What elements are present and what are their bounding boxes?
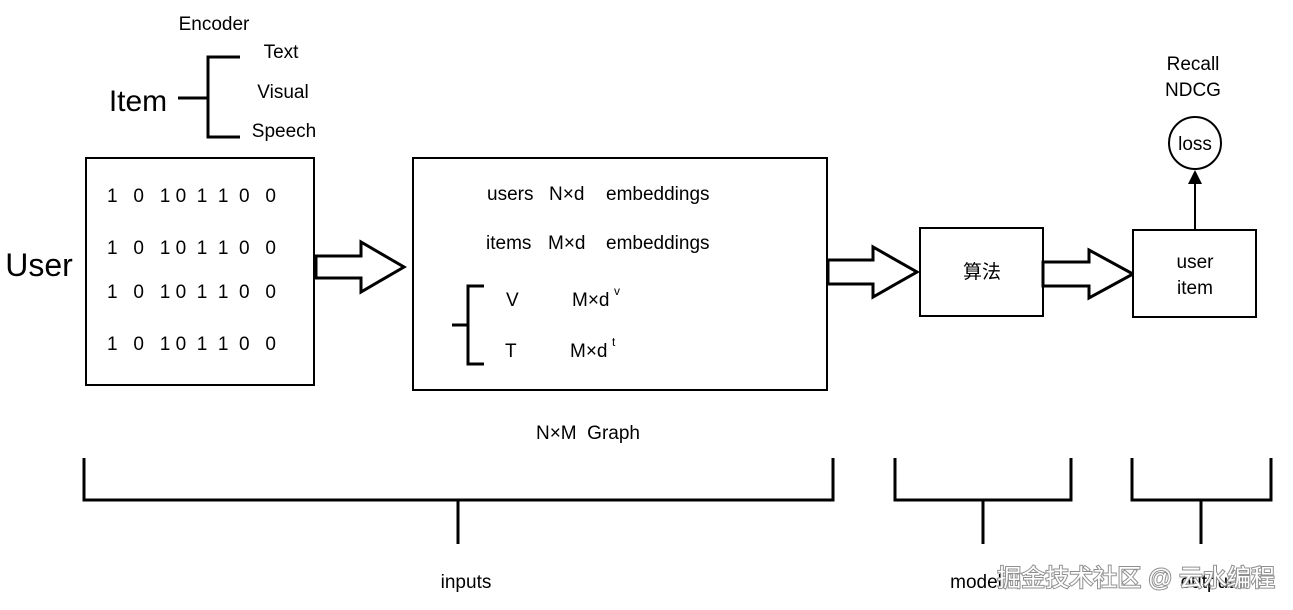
watermark: 掘金技术社区 @ 云水编程 — [997, 565, 1275, 592]
algorithm-box — [919, 227, 1044, 317]
arrow-head-loss — [1188, 170, 1202, 184]
arrow-graph-to-algorithm — [826, 244, 921, 300]
graph-caption: N×M Graph — [536, 423, 640, 444]
model-bracket — [893, 458, 1073, 544]
metric-recall: Recall — [1167, 54, 1220, 75]
modal-embedding-brace — [452, 284, 484, 366]
matrix-row: 1 0 1 0 1 1 0 0 — [107, 238, 276, 259]
items-label: items — [486, 233, 531, 254]
interaction-matrix-box — [85, 157, 315, 386]
text-embedding-dim: M×d — [570, 341, 608, 362]
matrix-row: 1 0 1 0 1 1 0 0 — [107, 334, 276, 355]
users-label: users — [487, 184, 533, 205]
algorithm-label: 算法 — [963, 261, 1001, 283]
visual-embedding-label: V — [506, 290, 519, 311]
items-dim: M×d — [548, 233, 586, 254]
modality-text: Text — [264, 42, 300, 63]
section-model-label: model — [950, 572, 1002, 593]
matrix-row: 1 0 1 0 1 1 0 0 — [107, 186, 276, 207]
users-embeddings-label: embeddings — [606, 184, 710, 205]
output-bracket — [1130, 458, 1273, 544]
graph-embeddings-box — [412, 157, 828, 391]
visual-embedding-sup: v — [614, 284, 620, 298]
section-inputs-label: inputs — [441, 572, 492, 593]
items-embeddings-label: embeddings — [606, 233, 710, 254]
encoder-label: Encoder — [179, 14, 250, 35]
text-embedding-label: T — [505, 341, 517, 362]
modality-visual: Visual — [257, 82, 308, 103]
output-box — [1132, 229, 1257, 318]
user-label: User — [5, 247, 73, 283]
output-user-label: user — [1177, 252, 1215, 273]
arrow-algorithm-to-output — [1041, 247, 1137, 301]
visual-embedding-dim: M×d — [572, 290, 610, 311]
output-item-label: item — [1177, 278, 1213, 299]
loss-circle — [1168, 116, 1222, 170]
metric-ndcg: NDCG — [1165, 80, 1221, 101]
inputs-bracket — [82, 458, 835, 544]
loss-label: loss — [1178, 134, 1212, 155]
item-label: Item — [109, 85, 167, 118]
modality-speech: Speech — [252, 121, 316, 142]
arrow-matrix-to-graph — [314, 239, 407, 295]
users-dim: N×d — [549, 184, 584, 205]
section-output-label: output — [1181, 572, 1235, 593]
text-embedding-sup: t — [612, 335, 616, 349]
modality-brace — [178, 55, 240, 139]
matrix-row: 1 0 1 0 1 1 0 0 — [107, 282, 276, 303]
